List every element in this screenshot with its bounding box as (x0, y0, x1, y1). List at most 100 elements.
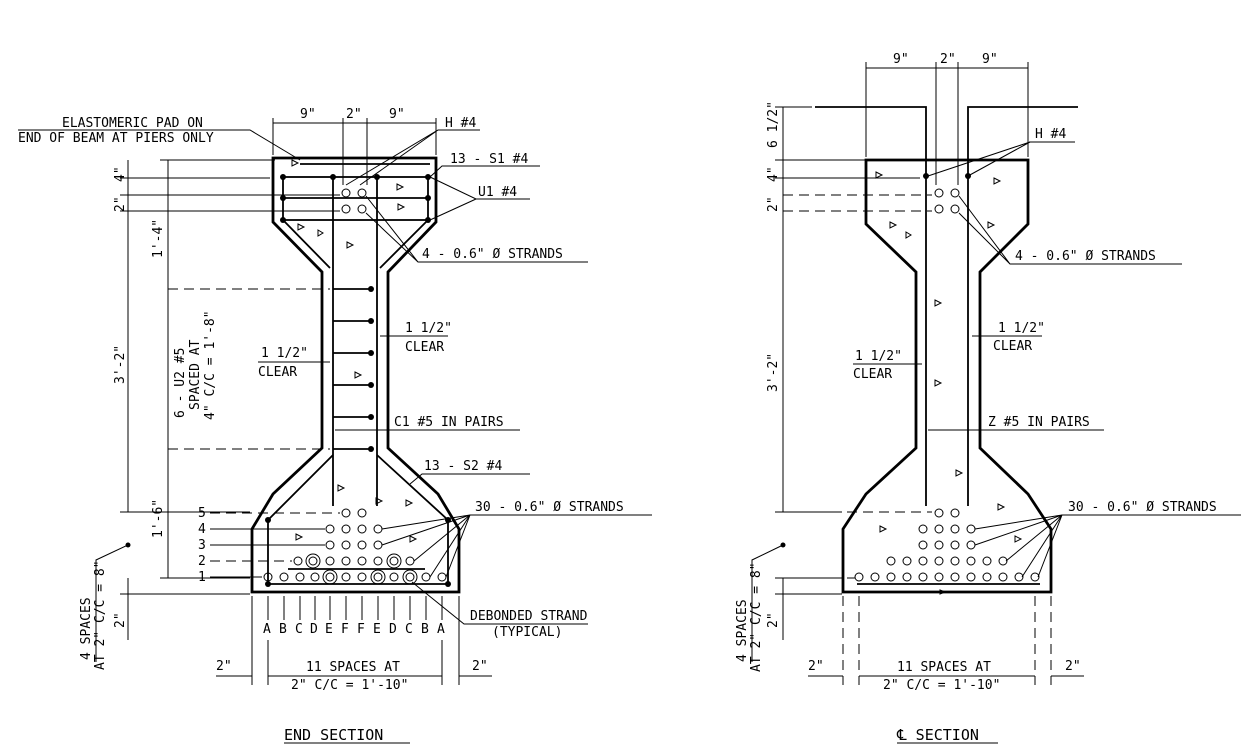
end-debond-line2: (TYPICAL) (492, 625, 562, 640)
end-u2-line1: 6 - U2 #5 (173, 348, 188, 418)
svg-text:D: D (389, 622, 397, 637)
svg-text:E: E (373, 622, 381, 637)
svg-text:B: B (421, 622, 429, 637)
end-row-label-3: 3 (198, 538, 206, 553)
end-spaces-horiz-line1: 11 SPACES AT (306, 660, 400, 675)
cl-deck-lines (815, 106, 1078, 160)
end-top-strands (341, 188, 367, 214)
end-column-labels: A B C D E F F E D C B A (263, 622, 445, 637)
end-pad-label-line2: END OF BEAM AT PIERS ONLY (18, 131, 214, 146)
cl-dim-top-right: 9" (982, 52, 998, 67)
end-dim-3-2: 3'-2" (113, 345, 128, 384)
cl-h-bar-label: H #4 (1035, 127, 1066, 142)
cl-top-dimensions (865, 62, 1029, 185)
end-debond-line1: DEBONDED STRAND (470, 609, 588, 624)
end-h-bar-label: H #4 (445, 116, 476, 131)
svg-text:F: F (341, 622, 349, 637)
svg-text:C: C (405, 622, 413, 637)
svg-text:A: A (263, 622, 271, 637)
cl-strands-bottom-label: 30 - 0.6" Ø STRANDS (1068, 500, 1217, 515)
cl-clear-left-frac: 1 1/2" (855, 349, 902, 364)
cl-clear-right: CLEAR (993, 339, 1032, 354)
cl-section-outline (841, 158, 1053, 594)
end-dim-bottom-2: 2" (113, 612, 128, 628)
end-s2-label: 13 - S2 #4 (424, 459, 502, 474)
end-clear-left-frac: 1 1/2" (261, 346, 308, 361)
cl-dim-6-half: 6 1/2" (766, 101, 781, 148)
end-left-dashed-lines (168, 288, 330, 450)
cl-clear-left: CLEAR (853, 367, 892, 382)
svg-text:B: B (279, 622, 287, 637)
end-s2-stirrup (267, 454, 449, 585)
end-dim-top-mid: 2" (346, 107, 362, 122)
cl-spaces-horiz-line1: 11 SPACES AT (897, 660, 991, 675)
cl-dim-top-mid: 2" (940, 52, 956, 67)
end-dim-right-2: 2" (472, 659, 488, 674)
end-u2-line3: 4" C/C = 1'-8" (203, 310, 218, 420)
cl-clear-right-frac: 1 1/2" (998, 321, 1045, 336)
end-aggregate-marks (291, 159, 418, 543)
end-clear-right-frac: 1 1/2" (405, 321, 452, 336)
end-spaces-vert-line1: 4 SPACES (79, 597, 94, 660)
cl-strands-top-label: 4 - 0.6" Ø STRANDS (1015, 249, 1156, 264)
end-c1-bars (333, 288, 371, 450)
end-bottom-dimensions (216, 596, 492, 685)
svg-text:F: F (357, 622, 365, 637)
end-section: 9" 2" 9" ELASTOMERIC PAD ON END OF BEAM … (18, 107, 652, 744)
cl-dim-left-2: 2" (808, 659, 824, 674)
svg-text:E: E (325, 622, 333, 637)
end-dim-left-2: 2" (216, 659, 232, 674)
end-dim-1-6: 1'-6" (151, 499, 166, 538)
end-strands-bottom-label: 30 - 0.6" Ø STRANDS (475, 500, 624, 515)
cl-z-stirrup (925, 160, 969, 506)
cl-dim-bottom-2: 2" (766, 612, 781, 628)
cl-z-label: Z #5 IN PAIRS (988, 415, 1090, 430)
cl-dim-3-2: 3'-2" (766, 353, 781, 392)
end-spaces-vert-leader (95, 544, 129, 662)
cl-section: 9" 2" 9" 6 1/2" 4" 2" 3'-2" H #4 4 - 0.6… (735, 52, 1241, 744)
end-s1-stirrup (282, 219, 429, 269)
end-row-label-1: 1 (198, 570, 206, 585)
cl-aggregate-marks (875, 171, 1023, 595)
end-u1-label: U1 #4 (478, 185, 517, 200)
end-row-leaders (210, 528, 325, 578)
end-c1-stirrup (332, 177, 378, 506)
svg-text:A: A (437, 622, 445, 637)
cl-strands-top-leader (958, 195, 1182, 265)
cl-spaces-horiz-line2: 2" C/C = 1'-10" (883, 678, 1000, 693)
end-left-dimensions (120, 159, 340, 579)
cl-dim-top-left: 9" (893, 52, 909, 67)
end-h-bar-leader (345, 129, 480, 186)
cl-dim-2: 2" (766, 196, 781, 212)
cl-section-title: ℄ SECTION (896, 726, 979, 744)
end-section-title: END SECTION (284, 726, 383, 744)
cl-spaces-vert-line1: 4 SPACES (735, 599, 750, 662)
end-bottom-strands (263, 508, 447, 585)
end-spaces-horiz-line2: 2" C/C = 1'-10" (291, 678, 408, 693)
svg-text:D: D (310, 622, 318, 637)
cl-left-dimensions (775, 106, 920, 579)
end-s2-leader (409, 473, 530, 485)
end-c1-label: C1 #5 IN PAIRS (394, 415, 504, 430)
cl-dim-4: 4" (766, 166, 781, 182)
end-row-label-2: 2 (198, 554, 206, 569)
cl-bottom-strands (854, 508, 1040, 582)
cl-dim-right-2: 2" (1065, 659, 1081, 674)
cl-spaces-vert-line2: AT 2" C/C = 8" (749, 562, 764, 672)
end-c1-bar-dots (368, 286, 374, 452)
end-dim-4: 4" (113, 166, 128, 182)
end-dim-2: 2" (113, 196, 128, 212)
end-s1-leader (429, 165, 540, 178)
end-spaces-vert-line2: AT 2" C/C = 8" (93, 560, 108, 670)
end-strands-top-leader (365, 195, 588, 263)
cl-strands-bottom-leader (974, 514, 1241, 578)
end-dim-1-4: 1'-4" (151, 219, 166, 258)
cl-spaces-vert-leader (751, 544, 784, 662)
end-u1-leader (429, 176, 530, 221)
end-dim-top-left: 9" (300, 107, 316, 122)
cl-left-dashed-lines (783, 194, 932, 579)
end-section-outline (250, 156, 461, 594)
end-debond-leader (411, 581, 588, 625)
end-dim-top-right: 9" (389, 107, 405, 122)
